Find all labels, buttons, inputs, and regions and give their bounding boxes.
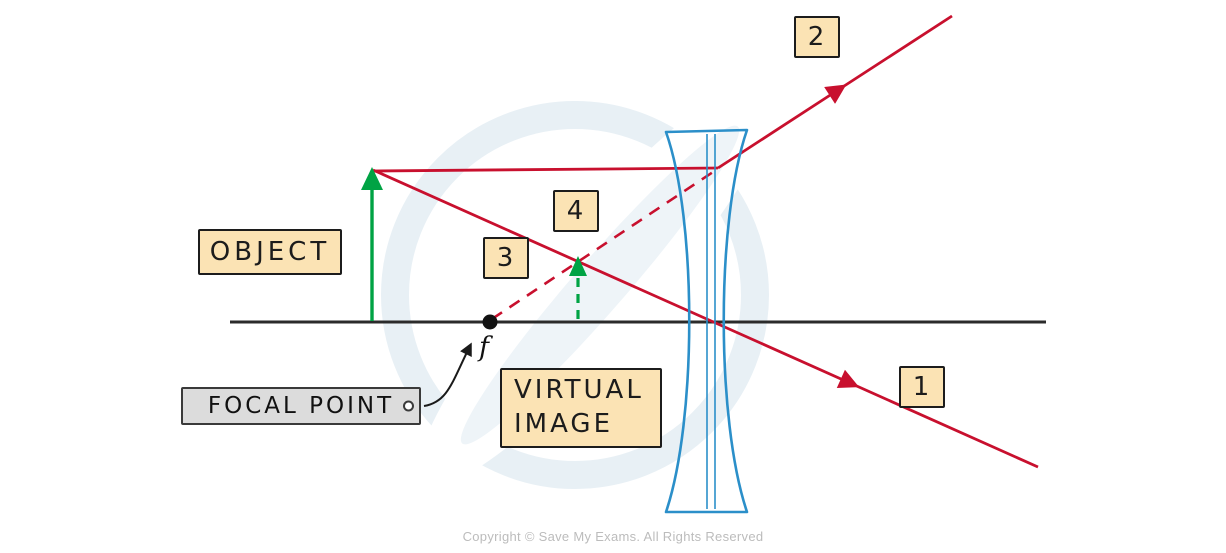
object-label: OBJECT: [198, 229, 342, 275]
ray-3-label: 3: [483, 237, 529, 279]
virtual-image-arrowhead: [569, 256, 587, 276]
ray-2-label: 2: [794, 16, 840, 58]
focal-point-tag: FOCAL POINT: [181, 387, 421, 425]
tag-hole-icon: [403, 400, 414, 412]
ray-1-label: 1: [899, 366, 945, 408]
virtual-ray-extension-dashed: [491, 168, 717, 321]
central-undeviated-ray: [372, 168, 1039, 469]
focal-point-dot: [482, 314, 498, 330]
focal-point-tag-label: FOCAL POINT: [207, 393, 395, 419]
lens-outline: [664, 128, 749, 514]
focal-length-symbol: f: [479, 332, 489, 363]
diverging-lens: [664, 128, 749, 514]
virtual-image-arrow: [569, 256, 587, 319]
object-arrowhead: [361, 167, 383, 190]
ray-4-label: 4: [553, 190, 599, 232]
incident-parallel-ray: [372, 166, 719, 173]
virtual-image-label: VIRTUAL IMAGE: [500, 368, 662, 448]
copyright-text: Copyright © Save My Exams. All Rights Re…: [462, 529, 764, 544]
object-arrow: [361, 167, 383, 321]
focal-point-pointer-arrow: [423, 342, 472, 407]
refracted-diverging-ray: [717, 14, 953, 170]
